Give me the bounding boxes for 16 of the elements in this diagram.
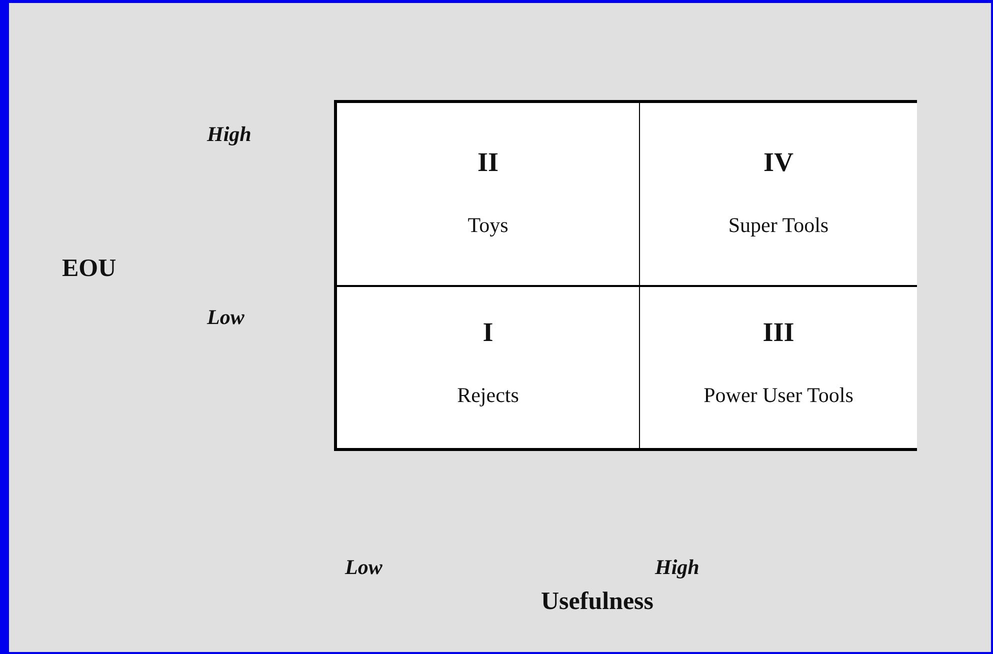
quadrant-title: IV [762,147,794,178]
quadrant-label: Power User Tools [702,383,854,408]
axis-tick-label: Low [345,555,382,580]
axis-title: EOU [62,255,116,283]
quadrant-cell [337,103,640,287]
quadrant-label: Toys [466,213,510,238]
axis-tick-label: High [655,555,700,580]
axis-tick-label: Low [207,305,244,330]
quadrant-label: Rejects [456,383,520,408]
quadrant-title: II [476,147,500,178]
axis-tick-label: High [207,122,252,147]
quadrant-cell [640,103,917,287]
axis-title: Usefulness [541,588,654,616]
quadrant-label: Super Tools [727,213,830,238]
quadrant-title: I [482,317,494,348]
quadrant-title: III [762,317,796,348]
